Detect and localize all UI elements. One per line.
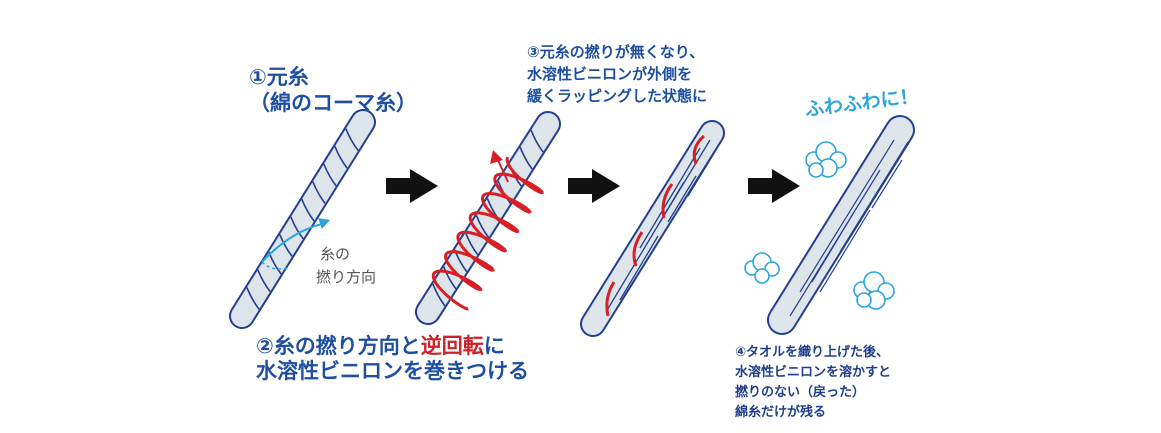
vinylon-spiral bbox=[431, 156, 544, 311]
twist-direction-label: 糸の 撚り方向 bbox=[316, 245, 377, 286]
original-yarn bbox=[229, 109, 376, 329]
cloud-icon bbox=[744, 252, 780, 284]
step1-label: ①元糸 （綿のコーマ糸） bbox=[249, 65, 417, 115]
cloud-icon bbox=[853, 271, 895, 310]
fluffy-cotton-yarn bbox=[767, 115, 915, 335]
step4-label: ④タオルを織り上げた後、 水溶性ビニロンを溶かすと 撚りのない（戻った） 綿糸だ… bbox=[735, 345, 892, 420]
cloud-icon bbox=[805, 141, 847, 178]
right-arrow-icon bbox=[386, 169, 438, 203]
right-arrow-icon bbox=[568, 169, 620, 203]
yarn-with-vinylon-spiral bbox=[415, 111, 561, 325]
right-arrow-icon bbox=[748, 169, 800, 203]
step3-label: ③元糸の撚りが無くなり、 水溶性ビニロンが外側を 緩くラッピングした状態に bbox=[527, 43, 708, 105]
step2-label: ②糸の撚り方向と逆回転に 水溶性ビニロンを巻きつける bbox=[256, 334, 529, 383]
twist-direction-arrow bbox=[261, 223, 323, 263]
loosely-wrapped-yarn bbox=[580, 120, 725, 337]
